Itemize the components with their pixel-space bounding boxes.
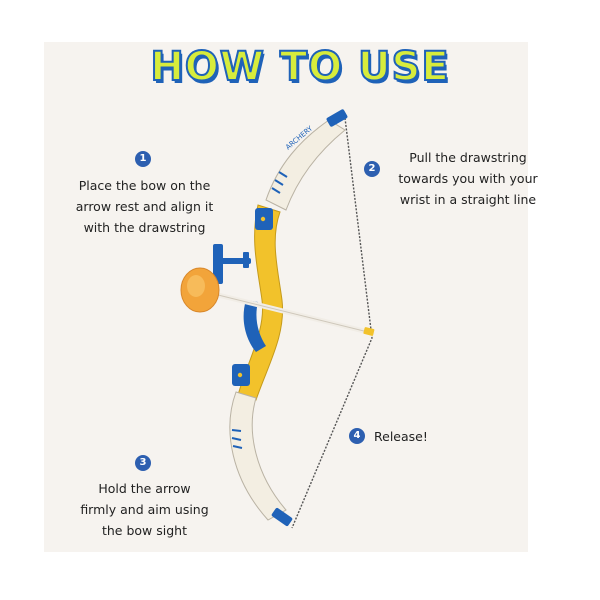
step-3-text: Hold the arrow firmly and aim using the … [62,478,227,541]
step-1-line-3: with the drawstring [83,220,206,235]
step-1-badge: 1 [135,151,151,167]
step-3-line-1: Hold the arrow [98,481,191,496]
step-2-badge: 2 [364,161,380,177]
bow-sight [213,244,251,284]
page-title: HOW TO USE [149,43,450,91]
step-2-line-1: Pull the drawstring [409,150,527,165]
instruction-panel [44,42,528,552]
step-3-badge: 3 [135,455,151,471]
step-4-text: Release! [374,426,434,447]
upper-limb: ARCHERY [265,109,348,211]
step-1-line-1: Place the bow on the [78,178,211,193]
drawstring [291,117,373,529]
bow-riser [232,204,284,401]
lower-limb [229,391,293,527]
step-2-text: Pull the drawstring towards you with you… [378,147,558,210]
step-4-badge: 4 [349,428,365,444]
arrow [180,267,375,336]
step-3-line-2: firmly and aim using [80,502,209,517]
step-3-line-3: the bow sight [101,523,187,538]
step-2-line-2: towards you with your [398,171,538,186]
step-2-line-3: wrist in a straight line [399,192,537,207]
step-1-line-2: arrow rest and align it [75,199,214,214]
step-4-line-1: Release! [374,429,428,444]
step-1-text: Place the bow on the arrow rest and alig… [62,175,227,238]
